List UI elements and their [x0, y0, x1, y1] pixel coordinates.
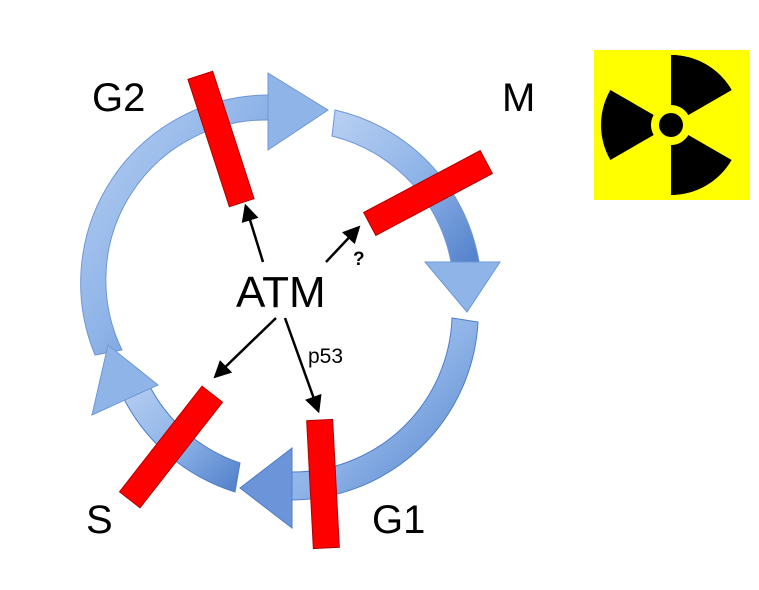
phase-label-m: M — [502, 76, 536, 120]
p53-label: p53 — [308, 345, 344, 368]
uncertain-question-mark: ? — [353, 249, 365, 270]
checkpoint-bar-m — [362, 149, 494, 237]
checkpoint-bar-g2-m — [187, 70, 255, 208]
cycle-arrow-m-to-g1 — [331, 109, 501, 313]
checkpoint-bar-s — [118, 385, 224, 509]
cycle-arrow-g2-to-m — [80, 72, 329, 356]
atm-arrow-to-g2-m — [241, 203, 265, 263]
atm-arrow-to-m — [325, 225, 361, 263]
cycle-arrow-g1-to-s — [239, 317, 479, 530]
radiation-trefoil-icon — [594, 50, 749, 200]
checkpoint-bar-g1-s — [306, 418, 340, 550]
atm-arrow-to-g1-p53 — [283, 317, 322, 414]
atm-arrow-to-s — [213, 317, 277, 379]
phase-label-g2: G2 — [92, 76, 146, 120]
phase-label-s: S — [86, 498, 113, 542]
phase-label-g1: G1 — [372, 498, 426, 542]
atm-label: ATM — [236, 268, 326, 317]
